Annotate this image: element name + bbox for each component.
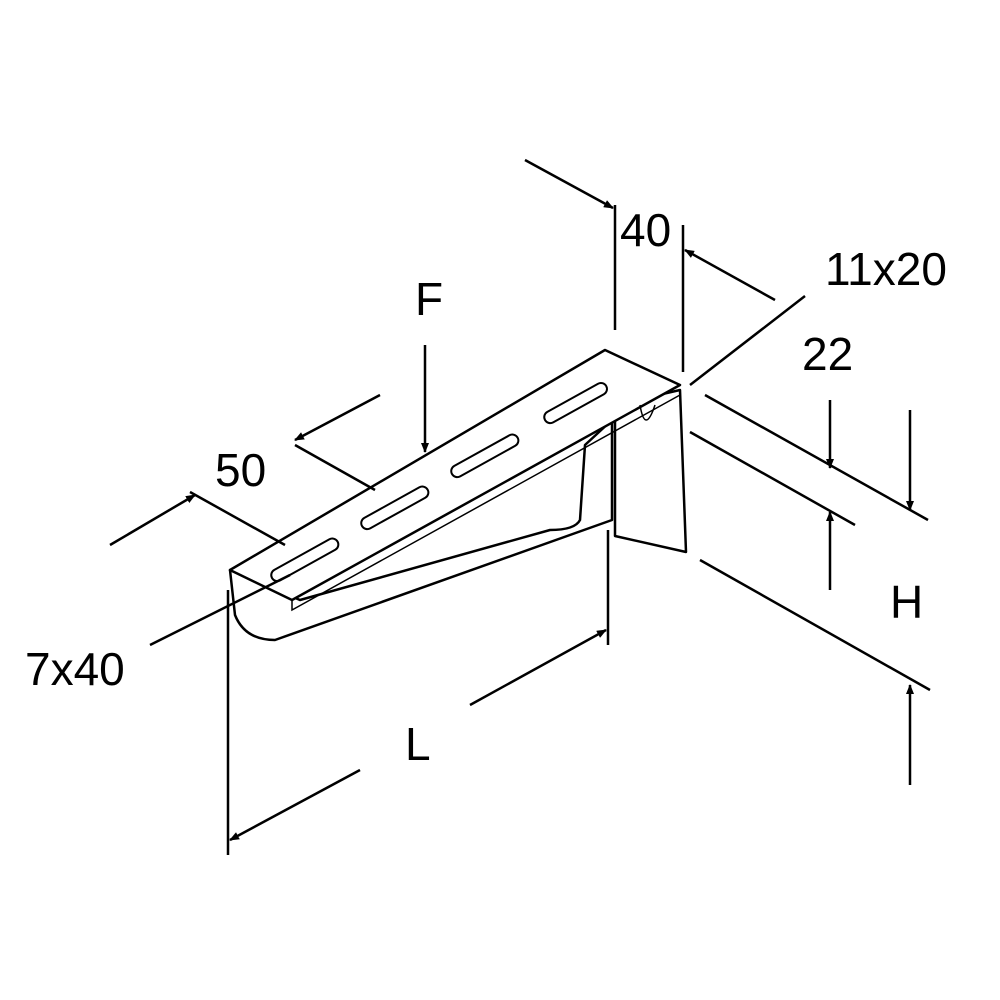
slot-pitch-label: 50 xyxy=(215,444,266,496)
flange-dim-label: 22 xyxy=(802,328,853,380)
length-dim-label: L xyxy=(405,718,431,770)
bracket-arm xyxy=(228,418,614,642)
hole-size-label: 11x20 xyxy=(825,243,947,295)
bracket xyxy=(228,348,688,642)
slot-size-label: 7x40 xyxy=(25,643,125,695)
slots xyxy=(270,381,608,583)
dim-width-top-label: 40 xyxy=(620,204,671,256)
force-label: F xyxy=(415,273,443,325)
height-dim-label: H xyxy=(890,576,923,628)
